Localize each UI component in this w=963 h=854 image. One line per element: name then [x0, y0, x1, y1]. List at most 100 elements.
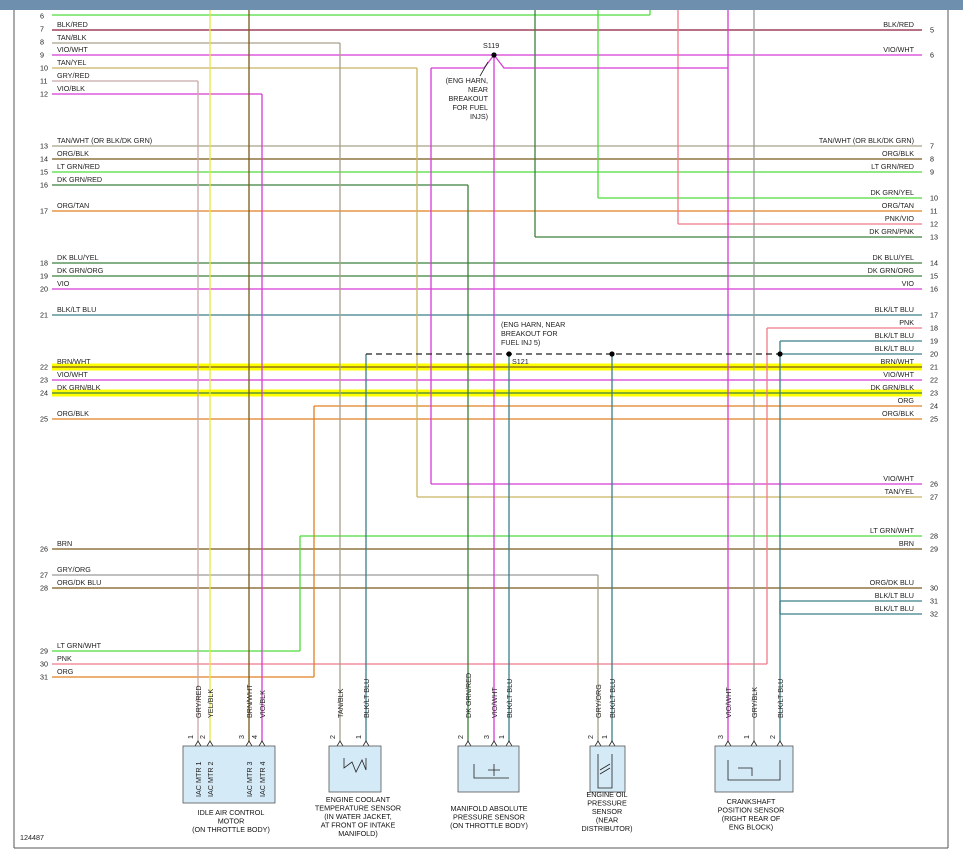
connector-arrow: [362, 740, 370, 747]
s119-splice: [491, 52, 497, 58]
map-pin-number: 3: [482, 735, 491, 739]
right-wire-label: LT GRN/WHT: [870, 526, 915, 535]
left-wire-label: BLK/LT BLU: [57, 305, 96, 314]
map-wire-label: BLK/LT BLU: [505, 679, 514, 718]
right-pin-number: 27: [930, 493, 938, 502]
left-pin-number: 16: [40, 181, 48, 190]
connector-arrow: [194, 740, 202, 747]
right-pin-number: 17: [930, 311, 938, 320]
ckp-caption: (RIGHT REAR OF: [722, 814, 781, 823]
right-wire-label: VIO/WHT: [883, 474, 914, 483]
right-pin-number: 32: [930, 610, 938, 619]
right-wire-label: ORG: [898, 396, 915, 405]
ckp-pin-number: 1: [742, 735, 751, 739]
left-wire-label: LT GRN/WHT: [57, 641, 102, 650]
right-pin-number: 12: [930, 220, 938, 229]
right-pin-number: 31: [930, 597, 938, 606]
left-wire-label: ORG/BLK: [57, 149, 89, 158]
right-pin-number: 14: [930, 259, 938, 268]
right-wire-label: VIO/WHT: [883, 370, 914, 379]
connector-arrow: [464, 740, 472, 747]
right-wire-label: ORG/BLK: [882, 149, 914, 158]
ect-caption: AT FRONT OF INTAKE: [321, 821, 396, 830]
thermistor-symbol: [343, 758, 367, 773]
ckp-pin-number: 2: [768, 735, 777, 739]
oil-pin-number: 2: [586, 735, 595, 739]
right-wire-label: VIO/WHT: [883, 45, 914, 54]
right-wire-label: BLK/LT BLU: [875, 305, 914, 314]
iac-pin-number: 1: [186, 735, 195, 739]
right-pin-number: 6: [930, 51, 934, 60]
left-wire-label: DK BLU/YEL: [57, 253, 99, 262]
left-wire-label: PNK: [57, 654, 72, 663]
left-wire-label: GRY/RED: [57, 71, 90, 80]
left-pin-number: 10: [40, 64, 48, 73]
left-pin-number: 8: [40, 38, 44, 47]
right-pin-number: 23: [930, 389, 938, 398]
left-wire-label: ORG/BLK: [57, 409, 89, 418]
iac-pin-number: 4: [250, 735, 259, 739]
s121-note: BREAKOUT FOR: [501, 329, 558, 338]
right-pin-number: 18: [930, 324, 938, 333]
right-wire-label: DK GRN/ORG: [868, 266, 915, 275]
oil-caption: ENGINE OIL: [586, 790, 627, 799]
left-wire-label: BLK/RED: [57, 20, 88, 29]
right-wire-label: PNK: [899, 318, 914, 327]
ckp-wire-label: VIO/WHT: [724, 687, 733, 718]
ect-caption: ENGINE COOLANT: [326, 795, 391, 804]
connector-arrow: [490, 740, 498, 747]
s121-note: FUEL INJ 5): [501, 338, 540, 347]
label-layer: BLK/REDTAN/BLKVIO/WHTTAN/YELGRY/REDVIO/B…: [40, 12, 938, 682]
left-pin-number: 31: [40, 673, 48, 682]
right-pin-number: 5: [930, 26, 934, 35]
left-wire-label: BRN: [57, 539, 72, 548]
right-pin-number: 22: [930, 376, 938, 385]
oil-wire-label: BLK/LT BLU: [608, 679, 617, 718]
leader-line: [479, 61, 489, 77]
right-wire-label: BRN: [899, 539, 914, 548]
right-pin-number: 19: [930, 337, 938, 346]
ect-caption: (IN WATER JACKET,: [324, 812, 391, 821]
right-pin-number: 16: [930, 285, 938, 294]
right-pin-number: 26: [930, 480, 938, 489]
right-wire-label: ORG/BLK: [882, 409, 914, 418]
iac-wire-label: BRN/WHT: [245, 684, 254, 718]
left-wire-label: GRY/ORG: [57, 565, 91, 574]
left-pin-number: 28: [40, 584, 48, 593]
ect-caption: MANIFOLD): [338, 829, 378, 838]
left-wire-label: ORG: [57, 667, 74, 676]
left-wire-label: VIO: [57, 279, 70, 288]
iac-caption: MOTOR: [218, 817, 245, 826]
right-pin-number: 29: [930, 545, 938, 554]
right-wire-label: LT GRN/RED: [871, 162, 914, 171]
left-pin-number: 27: [40, 571, 48, 580]
ckp-caption: ENG BLOCK): [729, 823, 773, 832]
iac-inner-label: IAC MTR 3: [245, 761, 254, 797]
s119-label: S119: [483, 41, 499, 50]
left-pin-number: 13: [40, 142, 48, 151]
left-pin-number: 25: [40, 415, 48, 424]
splice-dot: [777, 351, 783, 357]
connector-arrow: [724, 740, 732, 747]
wire-s119-branch: [431, 54, 495, 69]
right-pin-number: 13: [930, 233, 938, 242]
iac-pin-number: 3: [237, 735, 246, 739]
left-wire-label: TAN/YEL: [57, 58, 86, 67]
left-wire-label: DK GRN/BLK: [57, 383, 101, 392]
connector-arrow: [206, 740, 214, 747]
right-wire-label: BLK/LT BLU: [875, 591, 914, 600]
right-pin-number: 11: [930, 207, 937, 216]
connector-arrow: [594, 740, 602, 747]
left-pin-number: 11: [40, 77, 47, 86]
s119-note: (ENG HARN,: [446, 76, 488, 85]
right-wire-label: DK BLU/YEL: [872, 253, 914, 262]
header-bar: [0, 0, 963, 10]
right-wire-label: DK GRN/BLK: [870, 383, 914, 392]
right-wire-label: BLK/LT BLU: [875, 604, 914, 613]
oil-caption: PRESSURE: [587, 799, 627, 808]
ckp-body: [714, 745, 794, 793]
left-wire-label: BRN/WHT: [57, 357, 91, 366]
oil-pin-number: 1: [600, 735, 609, 739]
iac-wire-label: YEL/BLK: [206, 689, 215, 718]
